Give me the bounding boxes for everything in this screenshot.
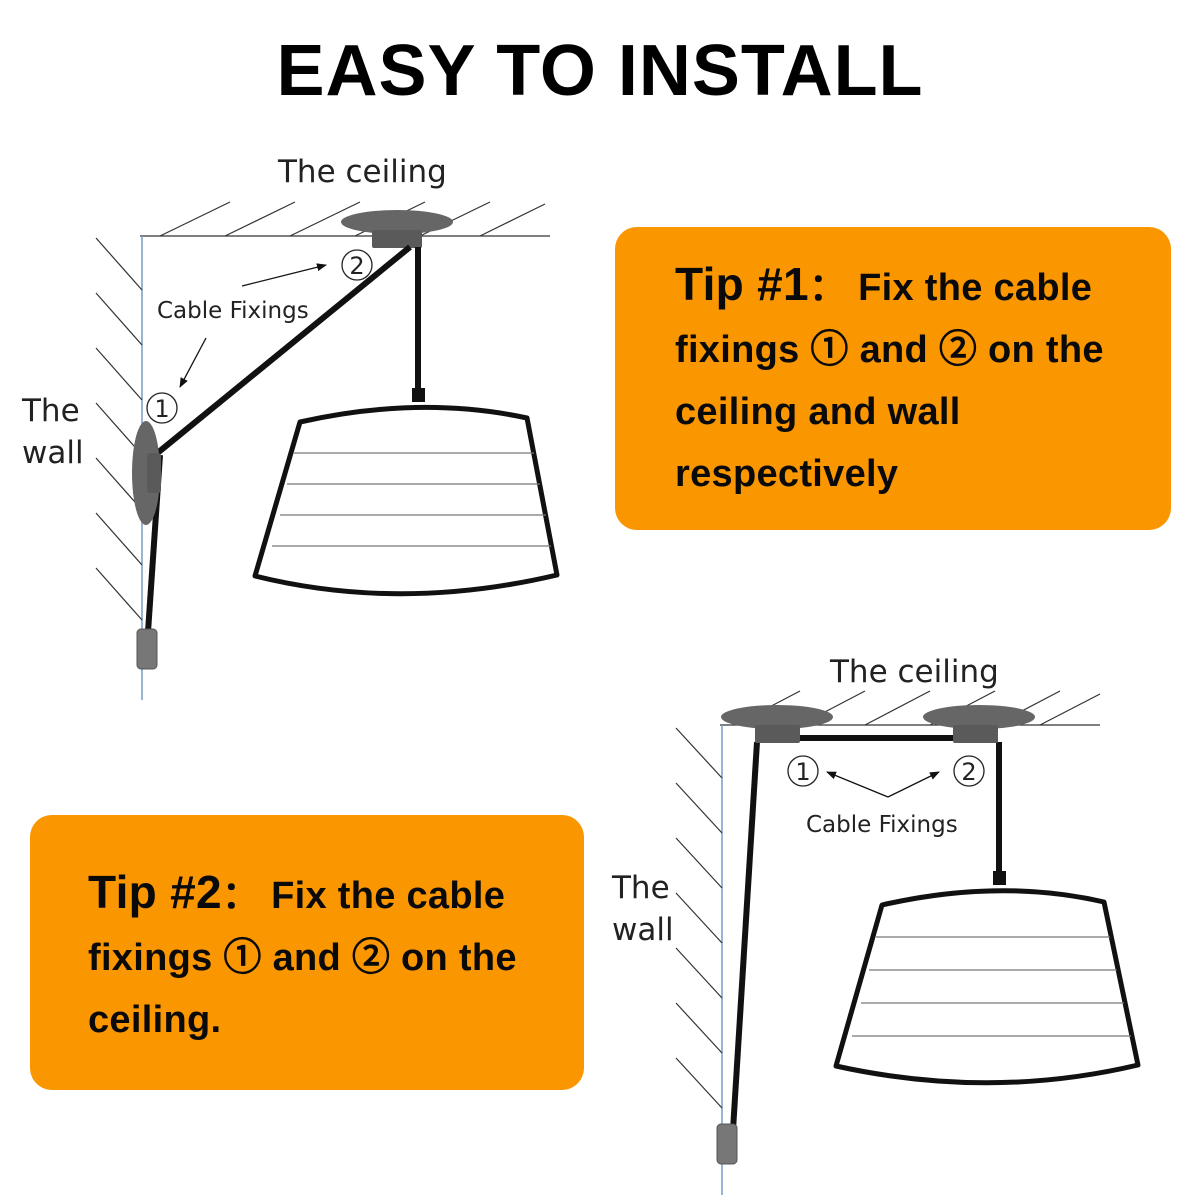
plug-icon <box>136 628 158 670</box>
marker-1: 1 <box>146 392 178 424</box>
ceiling-label: The ceiling <box>829 654 999 690</box>
marker-2: 2 <box>953 755 985 787</box>
ceiling-fixing-2-canopy <box>923 705 1035 729</box>
diagonal-cable <box>153 244 412 458</box>
diagram-ceiling-only: The ceiling The wall Cable Fixings 1 2 <box>611 654 1141 1195</box>
wall-label-line1: The <box>21 393 80 429</box>
cord-grip <box>412 388 425 402</box>
tip-1-text: Fix the cable fixings ① and ② on the cei… <box>675 267 1104 495</box>
wall-hatching <box>675 727 723 1109</box>
ceiling-fixing-2-hub <box>953 725 998 743</box>
svg-text:2: 2 <box>961 758 976 786</box>
wall-hatching <box>95 237 143 621</box>
cable-fixings-label: Cable Fixings <box>806 812 958 838</box>
tip-2-label: Tip #2 <box>88 866 222 918</box>
tip-1-box: Tip #1： Fix the cable fixings ① and ② on… <box>615 227 1171 530</box>
diagram-ceiling-and-wall: The ceiling The wall Cable Fixings 1 2 <box>21 154 560 700</box>
tip-2-separator: ： <box>221 875 261 917</box>
page-title: EASY TO INSTALL <box>276 31 924 111</box>
tip-1-text-block: Tip #1： Fix the cable fixings ① and ② on… <box>675 253 1151 505</box>
ceiling-fixing-canopy <box>341 210 453 234</box>
lampshade-2 <box>833 888 1141 1086</box>
cord-grip <box>993 871 1006 885</box>
ceiling-label: The ceiling <box>277 154 447 190</box>
tip-1-separator: ： <box>808 267 848 309</box>
ceiling-fixing-hub <box>372 230 422 248</box>
pointer-arrow-2 <box>887 771 940 798</box>
cable-fixings-label: Cable Fixings <box>157 298 309 324</box>
tip-1-label: Tip #1 <box>675 258 809 310</box>
ceiling-fixing-1-hub <box>755 725 800 743</box>
marker-2: 2 <box>341 249 373 281</box>
wall-label-line2: wall <box>22 435 84 471</box>
ceiling-fixing-1-canopy <box>721 705 833 729</box>
svg-text:2: 2 <box>349 252 364 280</box>
tip-2-box: Tip #2： Fix the cable fixings ① and ② on… <box>30 815 584 1090</box>
svg-text:1: 1 <box>795 758 810 786</box>
ceiling-hatching <box>140 201 550 237</box>
tip-2-text-block: Tip #2： Fix the cable fixings ① and ② on… <box>88 861 564 1051</box>
wall-label-line1: The <box>611 870 670 906</box>
wall-label-line2: wall <box>612 912 674 948</box>
wall-fixing-plate <box>132 421 160 525</box>
pointer-arrow-1 <box>826 771 889 798</box>
wall-cable <box>730 741 760 1131</box>
marker-1: 1 <box>787 755 819 787</box>
lampshade-1 <box>252 404 560 597</box>
pointer-arrow-2 <box>241 263 327 287</box>
pointer-arrow-1 <box>179 337 207 388</box>
plug-icon <box>716 1123 738 1165</box>
svg-text:1: 1 <box>154 395 169 423</box>
tip-2-text: Fix the cable fixings ① and ② on the cei… <box>88 875 517 1041</box>
wall-fixing-hub <box>147 453 161 493</box>
